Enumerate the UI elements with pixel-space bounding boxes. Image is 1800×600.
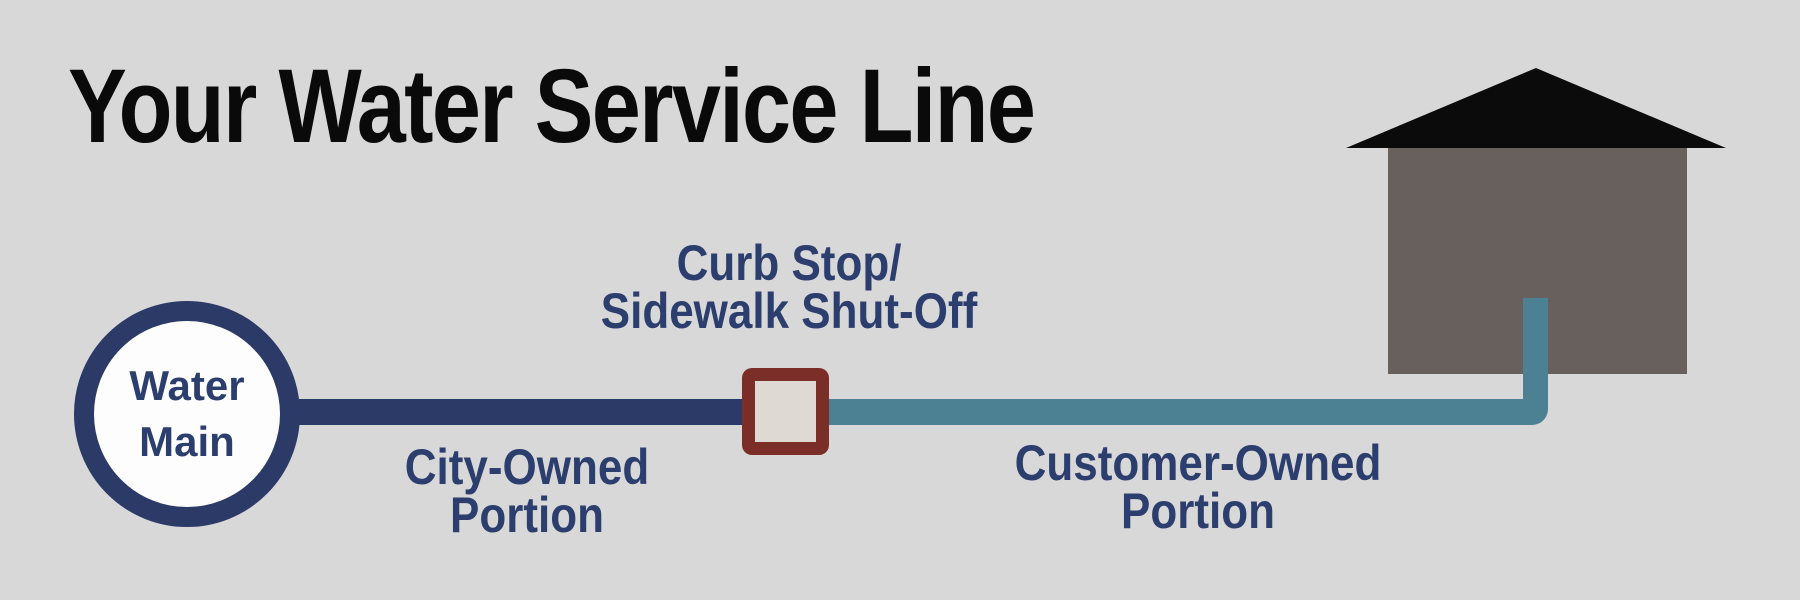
house-roof-icon (1346, 68, 1726, 148)
customer-owned-portion-label: Customer-Owned Portion (1014, 435, 1382, 539)
water-main-label: Water Main (129, 362, 245, 465)
page-title: Your Water Service Line (68, 48, 1036, 165)
curb-stop-label: Curb Stop/ Sidewalk Shut-Off (600, 235, 978, 339)
curb-stop-valve (742, 368, 829, 455)
city-owned-pipe (285, 399, 750, 425)
city-owned-portion-label: City-Owned Portion (404, 439, 650, 543)
customer-owned-pipe (825, 399, 1548, 425)
house-riser-pipe (1523, 298, 1548, 409)
water-main-node: Water Main (74, 301, 300, 527)
